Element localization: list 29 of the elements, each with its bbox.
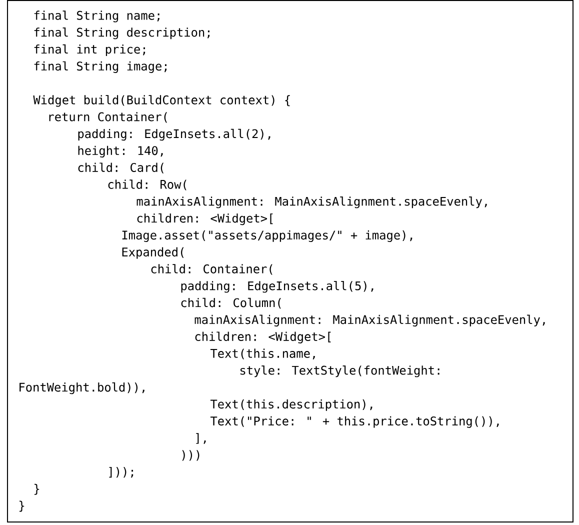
code-line: ])); [109, 466, 134, 478]
code-line: height: 140, [78, 146, 163, 158]
code-line: return Container( [49, 112, 167, 123]
code-line: final String name; [34, 10, 160, 22]
code-line: style: TextStyle(fontWeight: [240, 366, 440, 378]
code-line: Widget build(BuildContext context) { [33, 95, 290, 107]
code-line: child: Column( [181, 298, 281, 309]
code-line: Image.asset("assets/appimages/" + image), [122, 230, 412, 242]
code-line: Text(this.description), [210, 399, 372, 411]
code-line: mainAxisAlignment: MainAxisAlignment.spaceEvenly, [194, 314, 545, 326]
code-line: padding: EdgeInsets.all(2), [78, 128, 270, 141]
code-line: Text(this.name, [210, 348, 315, 360]
code-line: final int price; [34, 44, 146, 56]
code-line: final String description; [34, 28, 210, 40]
code-line: } [34, 484, 40, 495]
code-line: children: <Widget>[ [195, 332, 331, 344]
code-line: Expanded( [122, 247, 184, 259]
code-line: } [20, 500, 24, 512]
code-line: Text("Price: " + this.price.toString()), [210, 416, 499, 428]
code-line: ], [196, 433, 206, 444]
code-line: final String image; [34, 61, 167, 73]
code-line: mainAxisAlignment: MainAxisAlignment.spaceEvenly, [136, 196, 487, 208]
code-line: child: Card( [78, 162, 164, 174]
code-line: children: <Widget>[ [137, 213, 273, 226]
code-line: child: Container( [151, 264, 272, 275]
code-line: FontWeight.bold)), [20, 382, 144, 394]
code-line: ))) [182, 450, 200, 461]
code-line: padding: EdgeInsets.all(5), [181, 281, 374, 293]
code-line: child: Row( [108, 180, 186, 190]
